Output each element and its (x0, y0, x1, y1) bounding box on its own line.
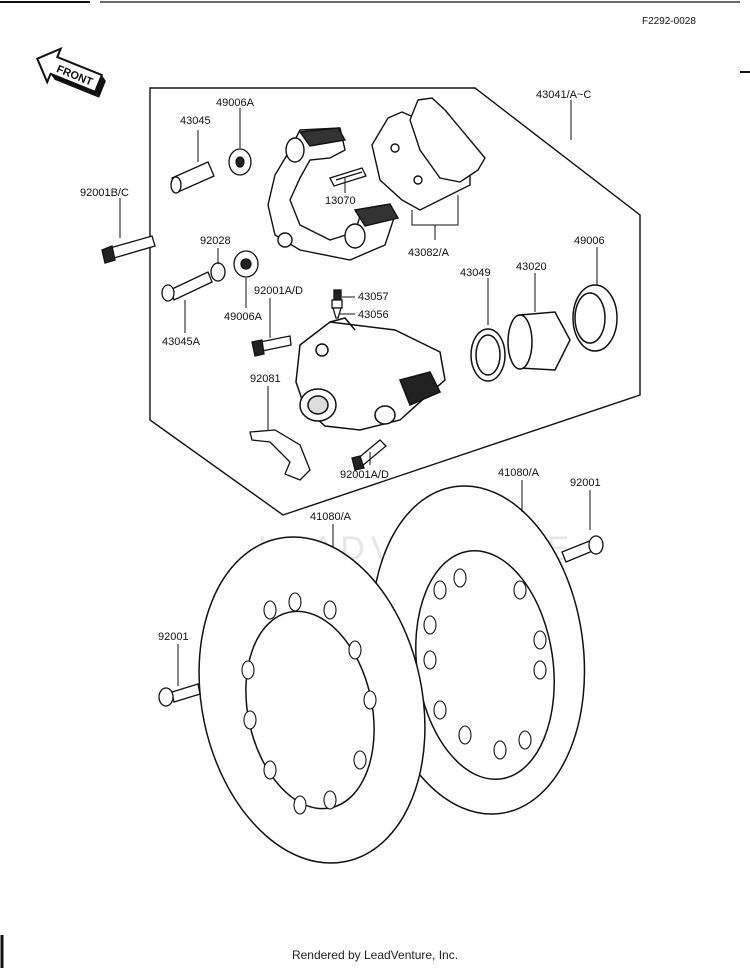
label-92028: 92028 (200, 235, 231, 247)
pad-spring-13070 (329, 167, 367, 187)
pad-clip-92081 (249, 429, 311, 481)
boot-49006A-low (233, 250, 259, 278)
label-41080A-left: 41080/A (310, 511, 352, 523)
label-13070: 13070 (325, 195, 356, 207)
label-43045: 43045 (180, 115, 211, 127)
label-92001-right: 92001 (570, 477, 601, 489)
label-43056: 43056 (358, 309, 389, 321)
figure-code: F2292-0028 (642, 16, 696, 27)
bolt-92001BC (101, 235, 156, 264)
label-43045A: 43045A (162, 336, 201, 348)
leader-lines (119, 100, 598, 686)
bleeder-valve (331, 289, 343, 319)
boot-49006A-top (228, 148, 252, 176)
bolt-92001AD-top (251, 335, 292, 357)
slide-pin-43045 (170, 161, 215, 194)
label-92001AD-bot: 92001A/D (340, 469, 389, 481)
bolt-92001AD-bot (351, 439, 387, 471)
dust-seal-49006 (572, 284, 618, 352)
label-43049: 43049 (460, 267, 491, 279)
bushing-92028 (210, 262, 226, 282)
bolt-92001-right (561, 535, 604, 563)
footer-credit: Rendered by LeadVenture, Inc. (291, 948, 459, 962)
slide-pin-43045A (161, 271, 213, 302)
label-92001BC: 92001B/C (80, 187, 129, 199)
piston-seal-43049 (470, 328, 506, 382)
label-92081: 92081 (250, 373, 281, 385)
piston-43020 (507, 311, 571, 371)
bolt-92001-left (158, 683, 201, 707)
label-49006: 49006 (574, 235, 605, 247)
label-92001-left: 92001 (158, 631, 189, 643)
label-43041: 43041/A~C (536, 89, 591, 101)
label-49006A-low: 49006A (224, 311, 263, 323)
label-43082: 43082/A (408, 247, 450, 259)
label-49006A-top: 49006A (216, 97, 255, 109)
label-92001AD-top: 92001A/D (254, 285, 303, 297)
label-41080A-right: 41080/A (498, 467, 540, 479)
label-43057: 43057 (358, 291, 389, 303)
brake-pads-43082 (371, 97, 486, 211)
caliper-body (295, 317, 446, 431)
brake-disc-left (198, 536, 426, 864)
caliper-holder (267, 127, 400, 261)
front-arrow-icon: FRONT (35, 46, 106, 98)
label-43020: 43020 (516, 261, 547, 273)
